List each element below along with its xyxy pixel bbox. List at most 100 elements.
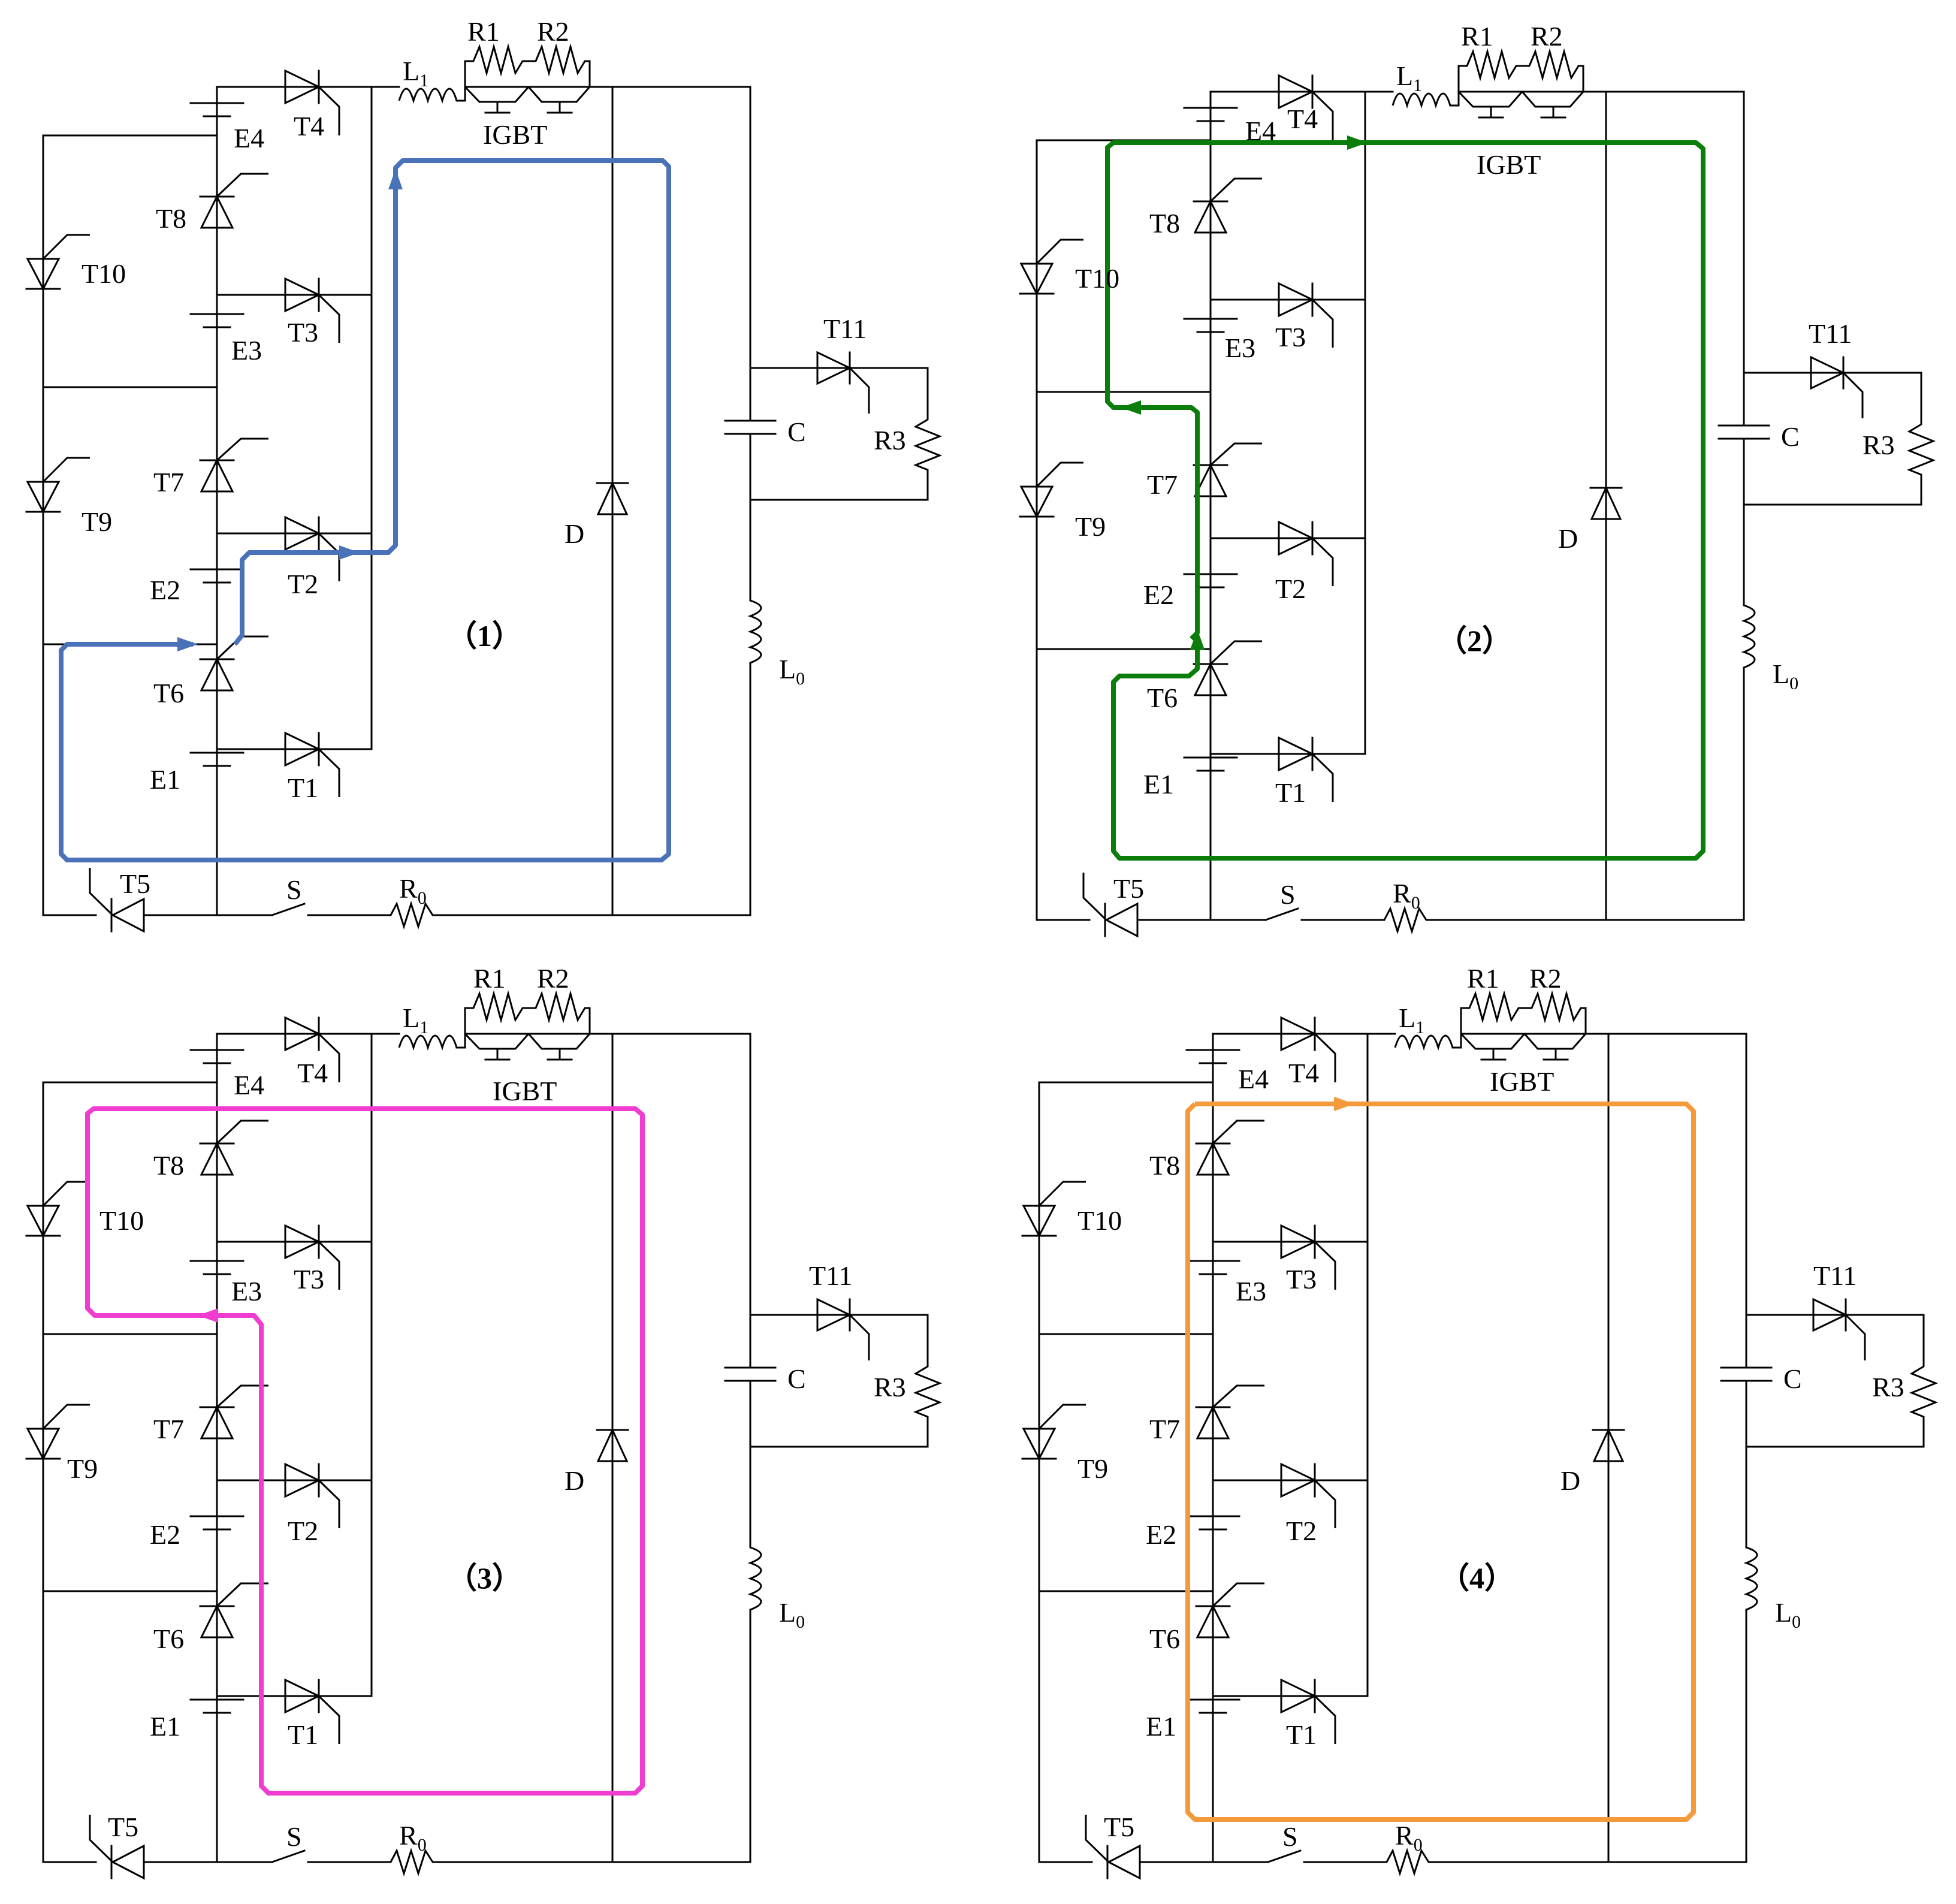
label-t6: T6	[153, 1624, 184, 1654]
label-r0: R0	[1395, 1820, 1423, 1855]
label-t4: T4	[297, 1058, 328, 1088]
label-e3: E3	[231, 1276, 262, 1306]
label-t11: T11	[1813, 1260, 1857, 1291]
arrow-right-icon	[177, 637, 198, 651]
label-t1: T1	[288, 773, 318, 803]
label-l0: L0	[779, 1597, 805, 1632]
label-r0: R0	[399, 873, 427, 908]
label-c: C	[787, 1363, 806, 1394]
label-igbt: IGBT	[493, 1076, 557, 1106]
label-t6: T6	[153, 678, 184, 708]
panel-1: E4 T4 T8 T10 T3 E3 T7 T9 E2 T2 T6 E1 T1 …	[25, 16, 941, 933]
label-r3: R3	[1872, 1372, 1904, 1402]
label-e4: E4	[1245, 116, 1276, 146]
label-t2: T2	[288, 569, 318, 599]
arrow-right-icon	[339, 545, 360, 560]
label-e3: E3	[1236, 1276, 1266, 1306]
label-t4: T4	[1287, 104, 1318, 134]
arrow-left-icon	[198, 1308, 218, 1323]
label-t5: T5	[108, 1812, 138, 1842]
label-e2: E2	[1143, 580, 1174, 610]
label-t9: T9	[1075, 511, 1106, 542]
label-t7: T7	[153, 1414, 184, 1444]
current-path-4	[1185, 1102, 1696, 1822]
label-t10: T10	[99, 1205, 144, 1236]
label-r1: R1	[473, 963, 506, 994]
label-s: S	[286, 1821, 302, 1852]
panel-3: E4 T4 T8 T10 T3 E3 T7 T9 E2 T2 T6 E1 T1 …	[25, 963, 941, 1879]
label-t7: T7	[153, 467, 184, 497]
label-t11: T11	[1809, 318, 1852, 349]
label-t1: T1	[288, 1719, 318, 1750]
panel-2: E4 T4 T8 T10 T3 E3 T7 T9 E2 T2 T6 E1 T1 …	[1019, 21, 1934, 937]
current-path-3	[85, 1106, 645, 1796]
label-d: D	[565, 1465, 584, 1496]
current-path-1	[59, 158, 671, 862]
label-r2: R2	[1529, 963, 1562, 994]
label-t11: T11	[809, 1260, 852, 1291]
label-r1: R1	[467, 16, 500, 47]
label-e1: E1	[150, 764, 180, 795]
label-t7: T7	[1149, 1414, 1180, 1444]
label-t9: T9	[67, 1453, 98, 1484]
label-e2: E2	[1146, 1519, 1176, 1550]
label-t10: T10	[82, 258, 126, 289]
label-r1: R1	[1461, 21, 1493, 52]
label-igbt: IGBT	[1477, 149, 1541, 180]
label-r1: R1	[1467, 963, 1499, 994]
label-r0: R0	[1393, 878, 1420, 913]
label-e1: E1	[1146, 1711, 1176, 1742]
label-s: S	[1282, 1821, 1298, 1852]
label-r3: R3	[1863, 430, 1895, 460]
arrow-up-icon	[1190, 629, 1205, 650]
panel-caption: （3）	[447, 1561, 522, 1595]
label-t2: T2	[1286, 1516, 1317, 1546]
label-e3: E3	[231, 335, 262, 366]
label-e2: E2	[150, 1519, 180, 1550]
label-r2: R2	[1531, 21, 1563, 52]
label-e4: E4	[234, 123, 264, 153]
label-t4: T4	[294, 111, 324, 141]
label-t11: T11	[823, 313, 867, 344]
label-r3: R3	[874, 1372, 906, 1402]
label-r2: R2	[537, 963, 569, 994]
label-c: C	[1781, 421, 1800, 452]
label-e1: E1	[150, 1711, 180, 1742]
arrow-up-icon	[388, 169, 403, 189]
label-e4: E4	[234, 1070, 264, 1100]
label-t9: T9	[82, 506, 112, 537]
label-c: C	[787, 417, 806, 447]
label-t5: T5	[120, 868, 150, 899]
arrow-right-icon	[1334, 1097, 1354, 1111]
label-t8: T8	[156, 203, 186, 234]
label-t4: T4	[1288, 1058, 1319, 1088]
label-t3: T3	[1275, 322, 1306, 352]
label-igbt: IGBT	[1490, 1066, 1554, 1097]
labels: E4 T4 T8 T10 T3 E3 T7 T9 E2 T2 T6 E1 T1 …	[1075, 21, 1895, 913]
labels: E4 T4 T8 T10 T3 E3 T7 T9 E2 T2 T6 E1 T1 …	[1077, 963, 1904, 1855]
label-r2: R2	[537, 16, 569, 47]
current-path-2	[1105, 140, 1706, 861]
label-t6: T6	[1149, 1624, 1180, 1654]
label-l0: L0	[1773, 659, 1798, 693]
panel-4: E4 T4 T8 T10 T3 E3 T7 T9 E2 T2 T6 E1 T1 …	[1021, 963, 1937, 1879]
label-t3: T3	[1286, 1264, 1317, 1295]
label-t2: T2	[1275, 574, 1306, 604]
label-l0: L0	[1775, 1597, 1801, 1632]
label-r0: R0	[399, 1820, 427, 1855]
label-t6: T6	[1147, 683, 1178, 713]
label-igbt: IGBT	[483, 119, 547, 150]
label-l1: L1	[1399, 1003, 1424, 1037]
label-t1: T1	[1286, 1719, 1317, 1750]
label-t7: T7	[1147, 469, 1178, 500]
label-s: S	[286, 874, 302, 905]
label-t10: T10	[1077, 1205, 1122, 1236]
label-t5: T5	[1113, 873, 1144, 904]
label-r3: R3	[874, 425, 906, 455]
label-l1: L1	[1396, 61, 1422, 95]
panel-caption: （4）	[1439, 1561, 1514, 1595]
label-l0: L0	[779, 654, 805, 689]
labels: E4 T4 T8 T10 T3 E3 T7 T9 E2 T2 T6 E1 T1 …	[67, 963, 906, 1855]
label-e4: E4	[1238, 1064, 1269, 1094]
arrow-right-icon	[1347, 135, 1368, 150]
